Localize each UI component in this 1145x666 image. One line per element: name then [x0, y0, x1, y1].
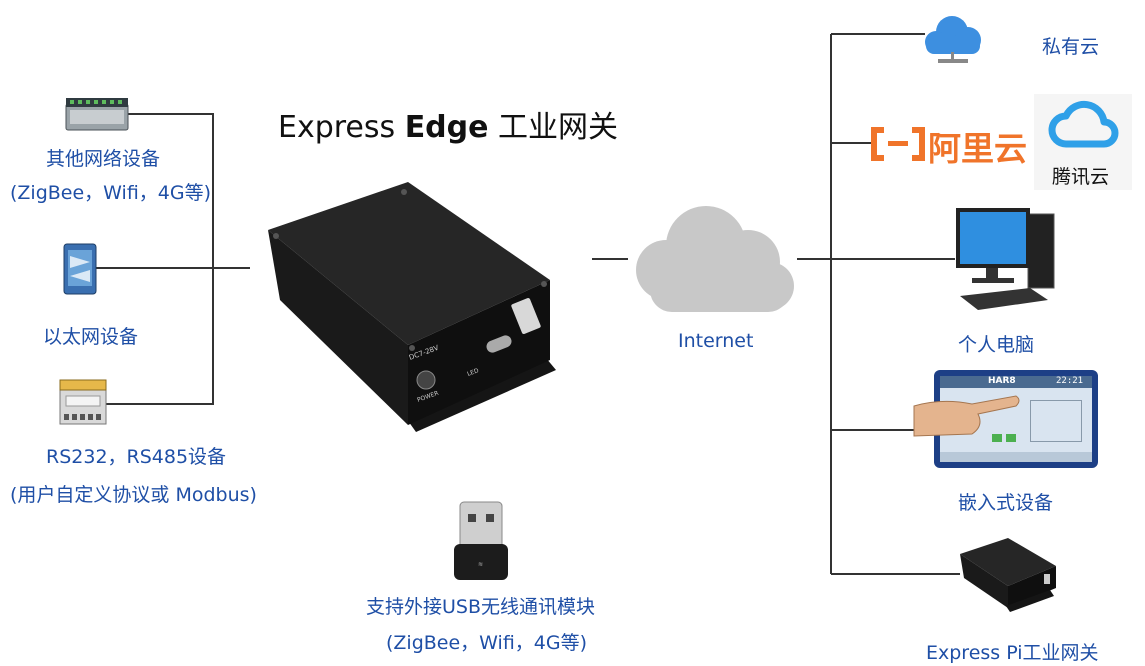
tencent-cloud-tile: 腾讯云	[1034, 94, 1132, 190]
ethernet-devices-label: 以太网设备	[43, 326, 139, 348]
hand-touch-icon	[913, 395, 1020, 437]
serial-device-icon	[59, 379, 107, 425]
network-devices-protocols: (ZigBee，Wifi，4G等)	[10, 182, 212, 204]
internet-cloud-icon	[636, 206, 794, 312]
hmi-brand: HAR8	[988, 376, 1016, 386]
usb-dongle-icon: ≋	[454, 501, 508, 580]
internet-label: Internet	[678, 330, 754, 352]
express-edge-gateway-image: DC7-28V LED POWER	[268, 182, 556, 432]
personal-computer-icon	[956, 208, 1055, 310]
left-bus-line	[95, 113, 214, 405]
usb-module-protocols: (ZigBee，Wifi，4G等)	[386, 632, 588, 654]
network-device-icon	[65, 98, 129, 131]
page-title: Express Edge 工业网关	[278, 110, 619, 145]
tencent-cloud-icon	[1048, 100, 1119, 148]
serial-devices-protocols: (用户自定义协议或 Modbus)	[10, 484, 257, 506]
tencent-cloud-label: 腾讯云	[1052, 166, 1110, 188]
private-cloud-icon	[925, 16, 981, 63]
ethernet-device-icon	[63, 243, 97, 295]
serial-devices-label: RS232，RS485设备	[46, 446, 227, 468]
aliyun-logo-icon	[871, 127, 925, 161]
private-cloud-label: 私有云	[1042, 36, 1100, 58]
express-pi-label: Express Pi工业网关	[926, 642, 1099, 664]
network-devices-label: 其他网络设备	[46, 148, 161, 170]
gateway-led-label: LED	[466, 367, 480, 378]
aliyun-label: 阿里云	[928, 129, 1027, 168]
pc-label: 个人电脑	[958, 334, 1035, 356]
svg-text:≋: ≋	[478, 561, 483, 568]
express-pi-gateway-image	[960, 538, 1056, 612]
hmi-time: 22:21	[1056, 376, 1084, 386]
usb-module-label: 支持外接USB无线通讯模块	[366, 596, 596, 618]
embedded-devices-label: 嵌入式设备	[958, 492, 1054, 514]
